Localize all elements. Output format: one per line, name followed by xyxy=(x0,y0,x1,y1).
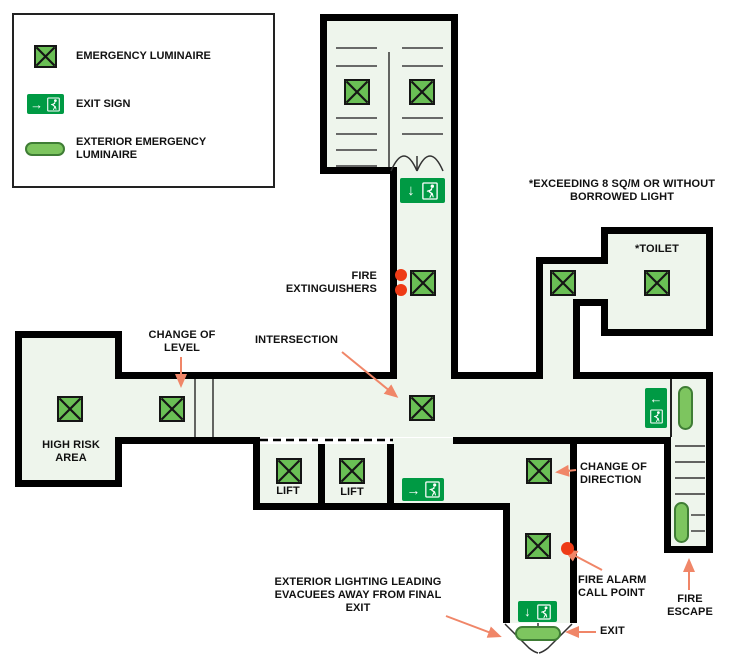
label-change-of-level: CHANGE OF LEVEL xyxy=(148,329,216,354)
emergency-luminaire-icon xyxy=(33,45,57,68)
emergency-luminaire-symbol xyxy=(644,270,670,296)
arrow-intersection xyxy=(341,351,399,398)
label-exit: EXIT xyxy=(600,625,625,637)
legend-label: EXTERIOR EMERGENCY LUMINAIRE xyxy=(76,136,206,161)
arrow-down-icon: ↓ xyxy=(407,182,415,199)
floor-main-corridor xyxy=(122,379,671,437)
label-exterior-lighting: EXTERIOR LIGHTING LEADING EVACUEES AWAY … xyxy=(274,576,442,614)
annotation-arrows xyxy=(175,351,695,638)
arrow-down-icon: ↓ xyxy=(524,604,531,619)
emergency-luminaire-symbol xyxy=(409,395,435,421)
legend-label: EMERGENCY LUMINAIRE xyxy=(76,50,211,62)
label-change-of-direction: CHANGE OF DIRECTION xyxy=(580,461,647,486)
exit-sign-right: → xyxy=(402,478,444,501)
emergency-luminaire-symbol xyxy=(339,458,365,484)
label-fire-alarm-call-point: FIRE ALARM CALL POINT xyxy=(578,574,647,599)
emergency-luminaire-symbol xyxy=(525,533,551,559)
arrow-right-icon: → xyxy=(30,96,44,112)
exit-sign-down-final-exit: ↓ xyxy=(518,601,557,622)
emergency-luminaire-symbol xyxy=(409,79,435,105)
exit-sign-icon: → xyxy=(26,94,64,114)
exit-sign-down: ↓ xyxy=(400,178,445,203)
label-fire-escape: FIRE ESCAPE xyxy=(667,593,713,618)
running-man-icon xyxy=(537,603,551,620)
stair-rows xyxy=(336,47,443,167)
running-man-icon xyxy=(649,409,663,424)
emergency-luminaire-symbol xyxy=(276,458,302,484)
label-toilet: *TOILET xyxy=(635,243,679,255)
exit-sign-left-fire-escape: ← xyxy=(645,388,667,428)
exterior-emergency-luminaire-symbol xyxy=(678,386,693,430)
arrow-change-of-direction xyxy=(555,464,577,477)
label-intersection: INTERSECTION xyxy=(255,334,339,346)
walls xyxy=(15,14,713,623)
fire-alarm-call-point-dot xyxy=(561,542,574,555)
legend-label: EXIT SIGN xyxy=(76,97,131,110)
label-high-risk-area: HIGH RISK AREA xyxy=(42,439,100,464)
running-man-icon xyxy=(422,181,438,200)
label-lift-left: LIFT xyxy=(276,485,300,497)
emergency-luminaire-symbol xyxy=(410,270,436,296)
arrow-right-icon: → xyxy=(406,481,421,498)
label-lift-right: LIFT xyxy=(340,486,364,498)
emergency-luminaire-symbol xyxy=(57,396,83,422)
fire-extinguisher-dot xyxy=(395,269,407,281)
legend-item-emergency-luminaire: EMERGENCY LUMINAIRE xyxy=(14,45,261,68)
emergency-luminaire-symbol xyxy=(344,79,370,105)
legend-item-exit-sign: → EXIT SIGN xyxy=(14,94,261,114)
running-man-icon xyxy=(46,96,60,112)
emergency-luminaire-symbol xyxy=(550,270,576,296)
exterior-emergency-luminaire-symbol xyxy=(674,502,689,543)
legend-box: EMERGENCY LUMINAIRE → EXIT SIGN EXTERIOR… xyxy=(12,13,275,188)
change-of-level-lines xyxy=(194,379,214,437)
emergency-luminaire-symbol xyxy=(159,396,185,422)
double-door-top xyxy=(390,155,444,172)
arrow-fire-alarm xyxy=(563,549,603,571)
legend-item-exterior-luminaire: EXTERIOR EMERGENCY LUMINAIRE xyxy=(14,136,236,162)
label-exceeding-note: *EXCEEDING 8 SQ/M OR WITHOUT BORROWED LI… xyxy=(528,178,716,203)
fire-extinguisher-dot xyxy=(395,284,407,296)
exterior-emergency-luminaire-symbol xyxy=(515,626,561,641)
arrow-left-icon: ← xyxy=(649,391,663,406)
fire-escape-treads xyxy=(675,445,705,532)
running-man-icon xyxy=(424,481,440,498)
label-fire-extinguishers: FIRE EXTINGUISHERS xyxy=(285,270,377,295)
arrow-exterior-lighting xyxy=(445,615,502,638)
emergency-luminaire-symbol xyxy=(526,458,552,484)
exterior-emergency-luminaire-icon xyxy=(25,142,65,156)
